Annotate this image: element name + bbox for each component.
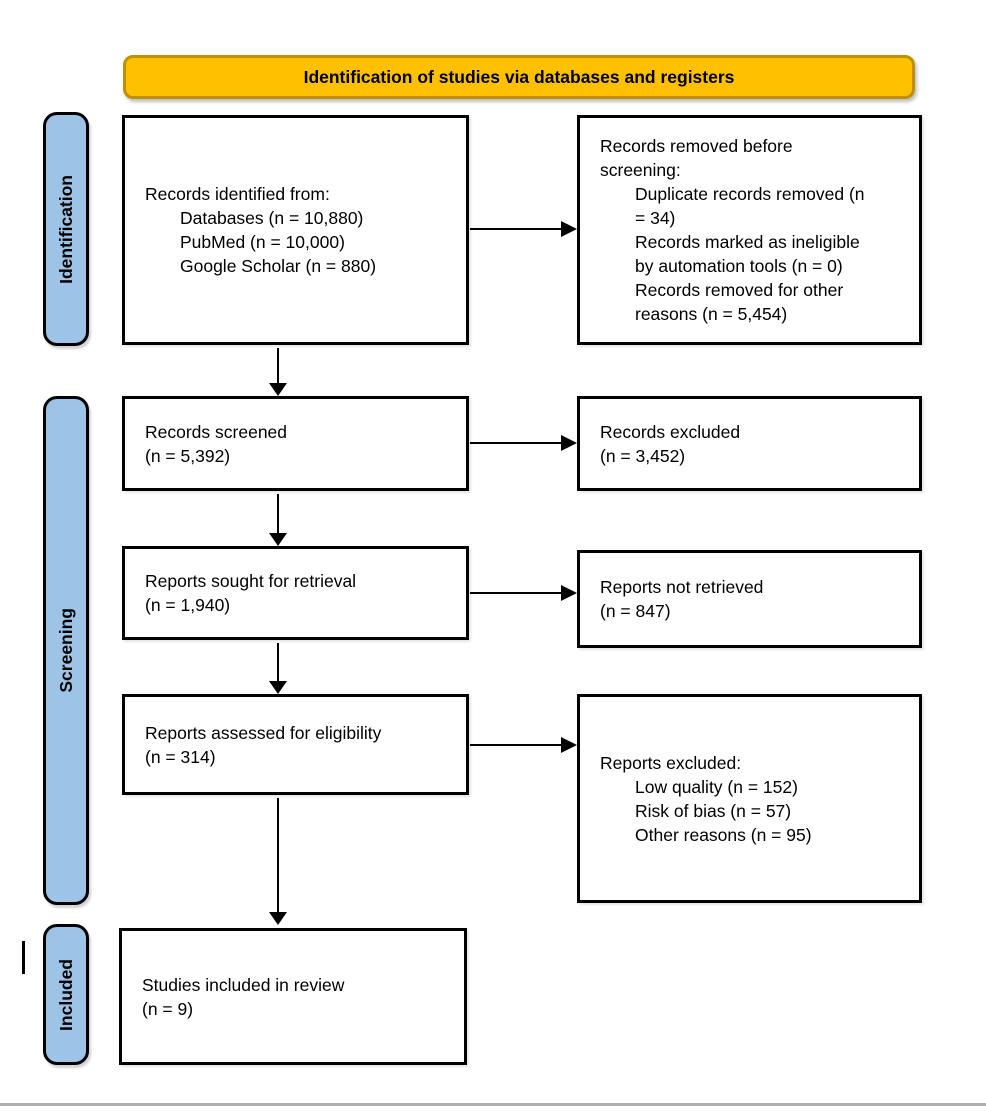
box-reports-not-retrieved: Reports not retrieved (n = 847) (577, 550, 922, 648)
stage-label-identification: Identification (55, 174, 76, 284)
box-line: reasons (n = 5,454) (635, 304, 788, 324)
arrow-right-sought-to-not-retrieved (470, 585, 577, 601)
arrow-right-identified-to-removed (470, 221, 577, 237)
stage-label-screening: Screening (55, 608, 76, 693)
box-line: (n = 3,452) (600, 445, 686, 466)
box-line: Reports not retrieved (600, 577, 764, 597)
arrow-down-screened-to-sought (269, 494, 287, 546)
box-line: Google Scholar (n = 880) (180, 256, 377, 276)
box-line: Low quality (n = 152) (635, 776, 798, 797)
stage-bar-identification: Identification (43, 112, 89, 346)
box-line: Records excluded (600, 421, 741, 442)
diagram-title-banner: Identification of studies via databases … (123, 55, 915, 99)
box-line: Other reasons (n = 95) (635, 824, 812, 845)
stage-bar-screening: Screening (43, 396, 89, 905)
box-line: (n = 9) (142, 998, 194, 1019)
arrow-down-identified-to-screened (269, 348, 287, 396)
box-line: (n = 314) (145, 746, 216, 767)
arrow-down-assessed-to-included (269, 798, 287, 925)
box-line: Reports sought for retrieval (145, 571, 357, 591)
box-line: screening: (600, 160, 681, 180)
box-records-excluded: Records excluded (n = 3,452) (577, 396, 922, 491)
arrow-right-assessed-to-excluded (470, 737, 577, 753)
stage-bar-included: Included (43, 924, 89, 1065)
box-reports-assessed-for-eligibility: Reports assessed for eligibility (n = 314… (122, 694, 469, 795)
box-line: Records screened (145, 421, 288, 442)
arrow-down-sought-to-assessed (269, 643, 287, 694)
box-line: Records identified from: (145, 184, 330, 204)
box-line: Duplicate records removed (n (635, 184, 865, 204)
box-line: by automation tools (n = 0) (635, 256, 843, 276)
box-line: Records removed for other (635, 280, 844, 300)
diagram-title: Identification of studies via databases … (303, 66, 735, 87)
box-line: Records removed before (600, 136, 793, 156)
box-line: = 34) (635, 208, 676, 228)
box-line: (n = 5,392) (145, 445, 231, 466)
stage-label-included: Included (55, 958, 76, 1031)
box-line: (n = 1,940) (145, 595, 231, 615)
box-reports-excluded: Reports excluded: Low quality (n = 152) Ri… (577, 694, 922, 903)
arrow-right-screened-to-excluded (470, 435, 577, 451)
box-line: Reports excluded: (600, 752, 742, 773)
box-line: PubMed (n = 10,000) (180, 232, 345, 252)
box-records-screened: Records screened (n = 5,392) (122, 396, 469, 491)
box-records-identified: Records identified from: Databases (n = 1… (122, 115, 469, 345)
box-line: (n = 847) (600, 601, 671, 621)
box-line: Studies included in review (142, 974, 345, 995)
box-line: Reports assessed for eligibility (145, 722, 382, 743)
box-line: Databases (n = 10,880) (180, 208, 364, 228)
stray-tick-mark (22, 941, 25, 974)
box-reports-sought-for-retrieval: Reports sought for retrieval (n = 1,940) (122, 546, 469, 640)
box-line: Records marked as ineligible (635, 232, 860, 252)
bottom-divider (0, 1103, 986, 1106)
box-records-removed-before-screening: Records removed before screening: Duplicat… (577, 115, 922, 345)
box-studies-included-in-review: Studies included in review (n = 9) (119, 928, 467, 1065)
box-line: Risk of bias (n = 57) (635, 800, 792, 821)
